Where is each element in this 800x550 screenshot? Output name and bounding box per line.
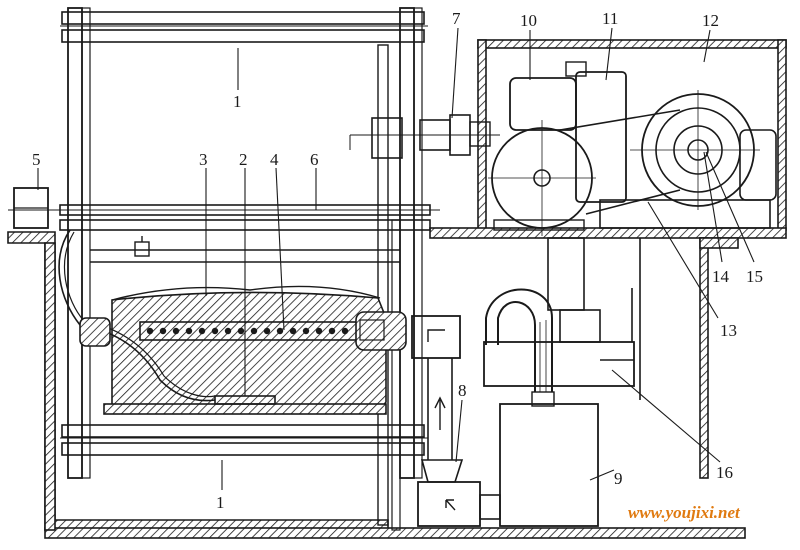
label-6: 6 <box>310 150 319 169</box>
label-14: 14 <box>712 267 730 286</box>
label-9: 9 <box>614 469 623 488</box>
nozzle-holes <box>146 327 349 335</box>
label-15: 15 <box>746 267 763 286</box>
label-16: 16 <box>716 463 733 482</box>
part-labels: 1 1 2 3 4 5 6 7 8 9 10 11 12 13 14 15 16 <box>32 9 763 512</box>
nozzle-hole <box>341 327 349 335</box>
label-1-top: 1 <box>233 92 242 111</box>
label-5: 5 <box>32 150 41 169</box>
fan-housing <box>483 237 641 400</box>
nozzle-hole <box>250 327 258 335</box>
label-2: 2 <box>239 150 248 169</box>
label-1-bottom: 1 <box>216 493 225 512</box>
label-7: 7 <box>452 9 461 28</box>
nozzle-hole <box>146 327 154 335</box>
nozzle-hole <box>315 327 323 335</box>
nozzle-hole <box>185 327 193 335</box>
nozzle-hole <box>302 327 310 335</box>
nozzle-hole <box>237 327 245 335</box>
motor-assembly <box>349 61 777 236</box>
nozzle-hole <box>289 327 297 335</box>
leader-lines <box>37 27 755 490</box>
label-13: 13 <box>720 321 737 340</box>
nozzle-hole <box>159 327 167 335</box>
label-11: 11 <box>602 9 618 28</box>
label-4: 4 <box>270 150 279 169</box>
drum-tray <box>58 229 407 415</box>
watermark: www.youjixi.net <box>628 503 741 522</box>
label-8: 8 <box>458 381 467 400</box>
label-12: 12 <box>702 11 719 30</box>
nozzle-hole <box>224 327 232 335</box>
drum-frame <box>8 7 440 531</box>
nozzle-hole <box>211 327 219 335</box>
label-3: 3 <box>199 150 208 169</box>
nozzle-hole <box>198 327 206 335</box>
nozzle-hole <box>276 327 284 335</box>
label-10: 10 <box>520 11 537 30</box>
nozzle-hole <box>263 327 271 335</box>
nozzle-hole <box>328 327 336 335</box>
tank <box>485 288 599 527</box>
nozzle-hole <box>172 327 180 335</box>
air-duct <box>411 315 501 527</box>
housing-frame <box>7 39 787 539</box>
